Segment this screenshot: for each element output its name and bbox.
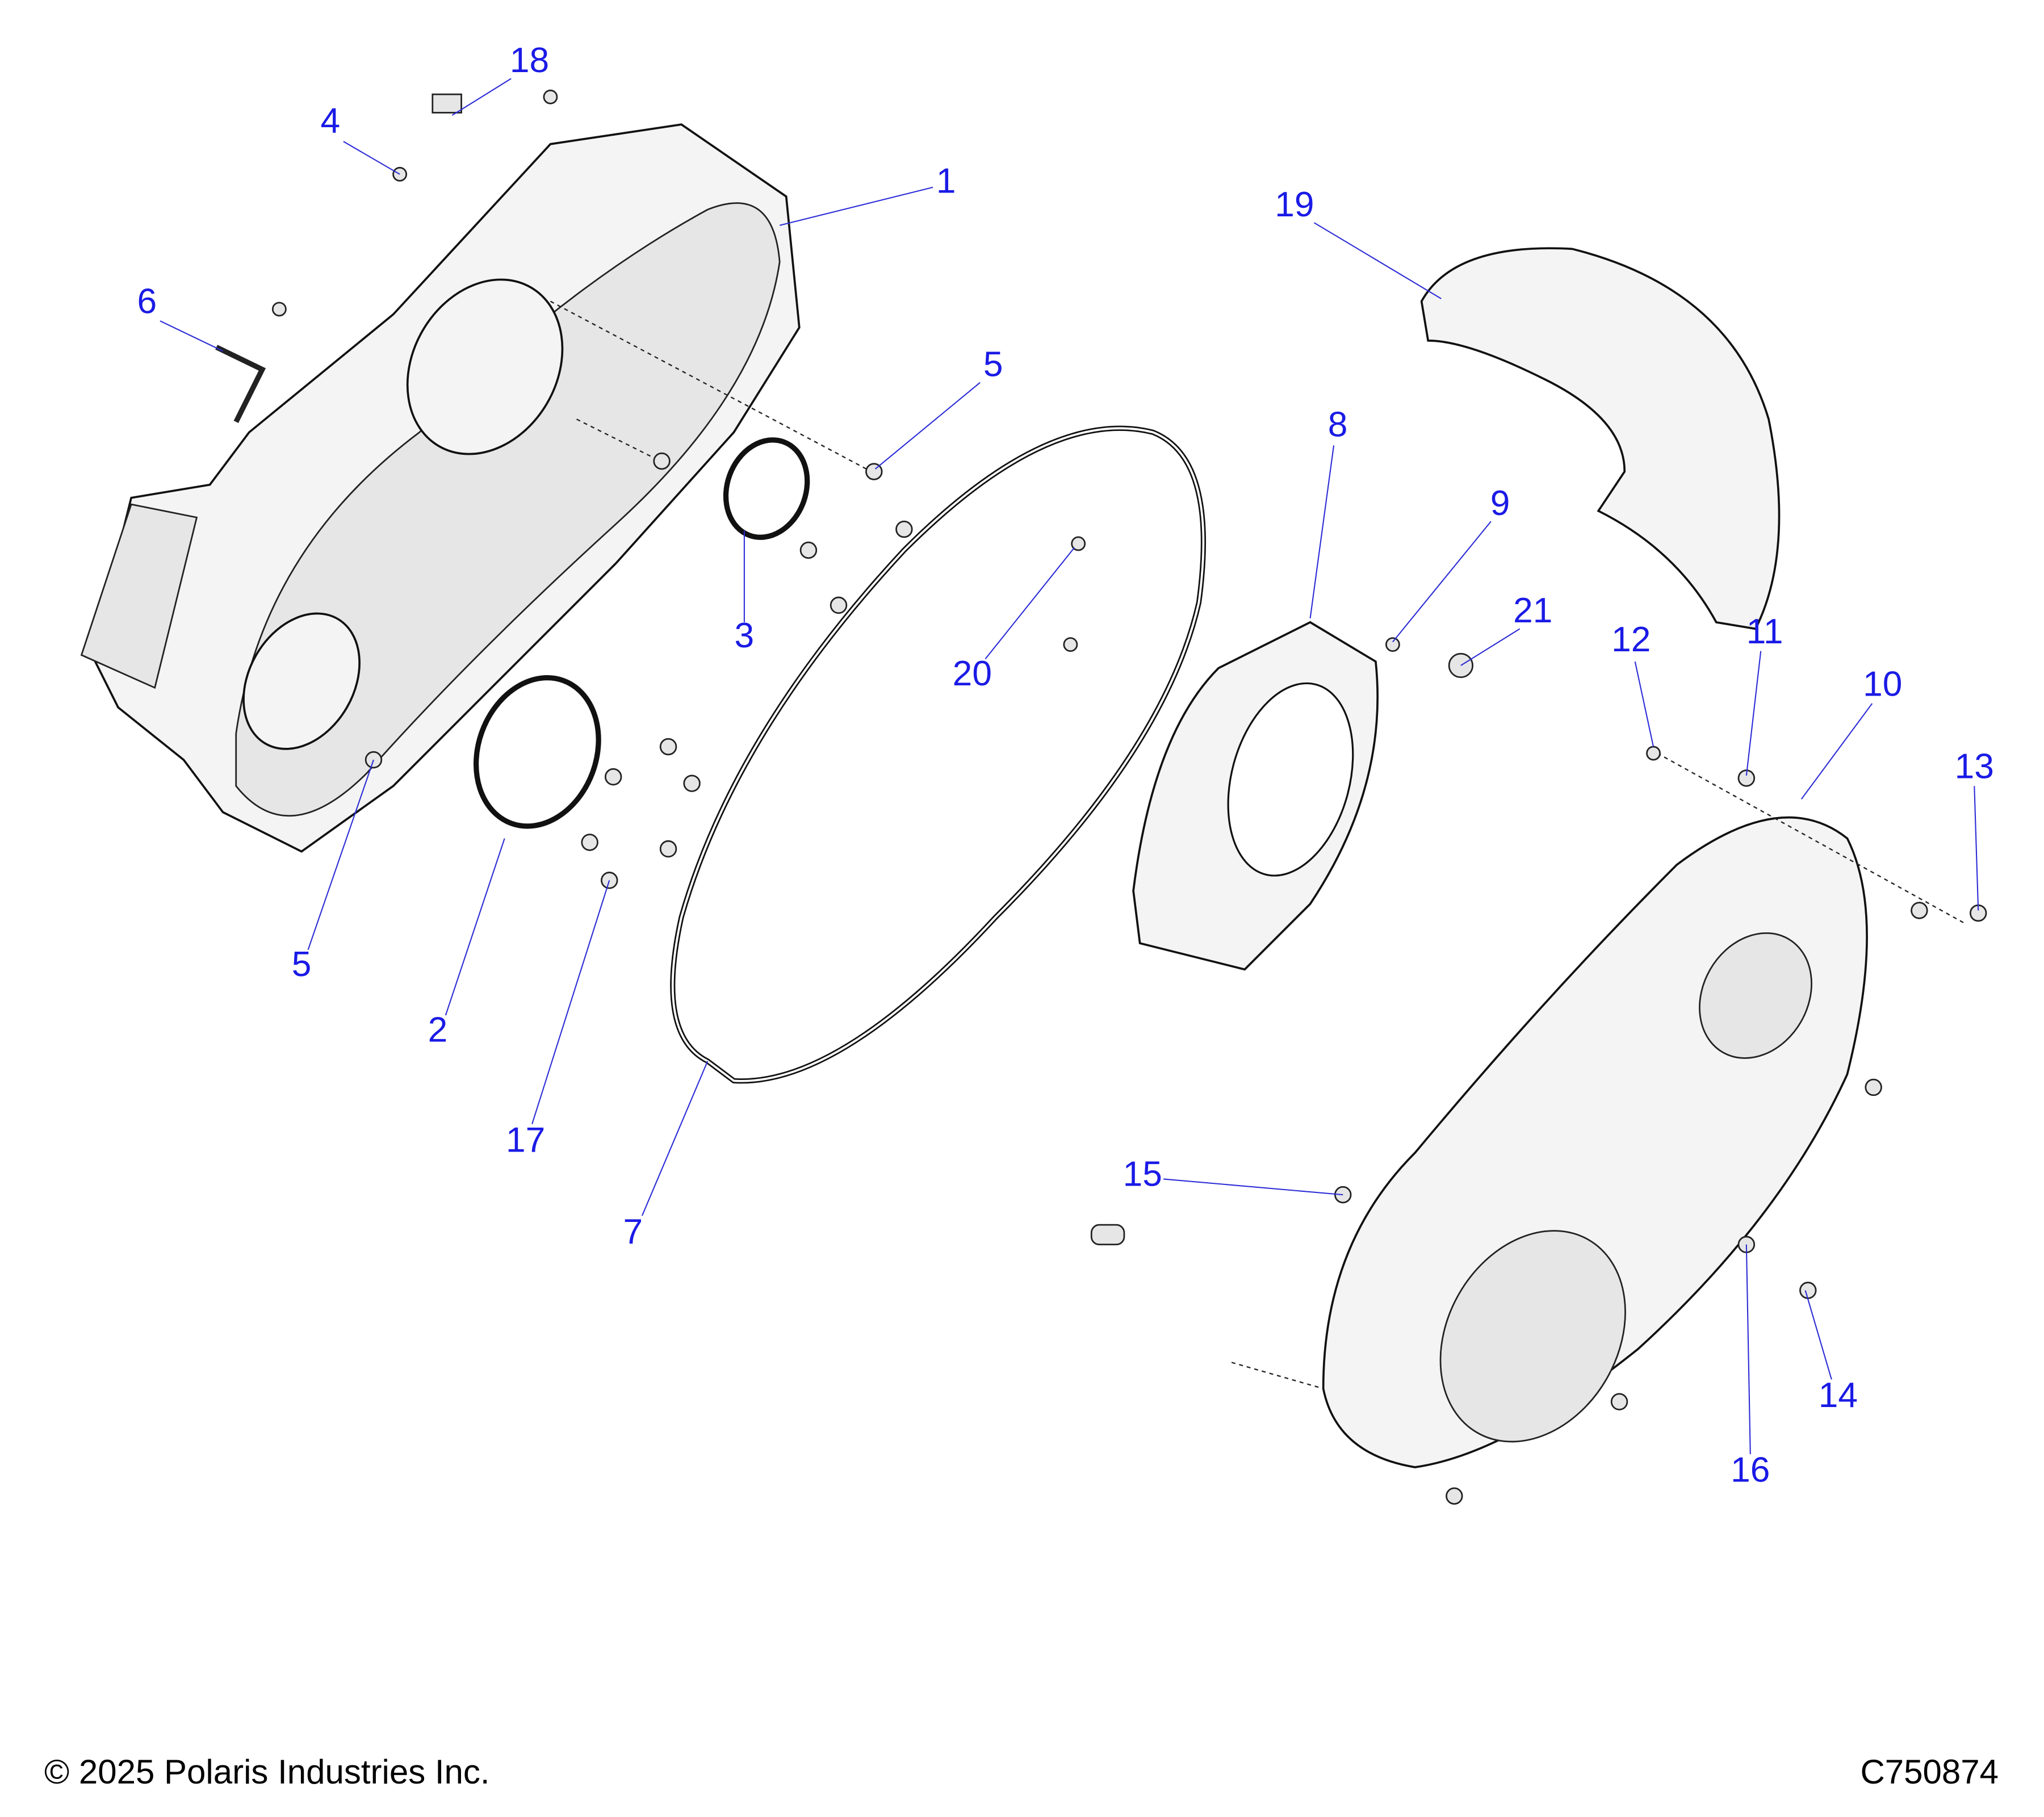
callout-number: 15 [1123, 1154, 1162, 1194]
drawing-number: C750874 [1860, 1753, 1999, 1791]
callout-number: 17 [506, 1120, 545, 1159]
leader-line [1392, 521, 1492, 643]
leader-line [307, 759, 374, 951]
leader-lines [160, 78, 1979, 1454]
callout-number: 1 [936, 161, 956, 200]
sensor-part-18 [432, 93, 462, 114]
callout-number: 12 [1611, 620, 1651, 659]
callout-number: 13 [1955, 747, 1994, 786]
callout-number: 21 [1513, 591, 1552, 630]
leader-line [985, 547, 1075, 660]
callout-number: 7 [623, 1212, 643, 1251]
plate-8 [1132, 621, 1379, 971]
o-ring-3 [723, 437, 810, 540]
outer-clutch-cover [1231, 746, 1987, 1505]
callout-number: 4 [321, 101, 341, 140]
leader-line [1800, 703, 1873, 799]
leader-line [1313, 222, 1442, 299]
leader-line [641, 1061, 709, 1216]
callout-number: 20 [953, 654, 992, 693]
leader-line [1163, 1178, 1343, 1196]
leader-line [343, 141, 400, 175]
callout-number: 10 [1863, 664, 1902, 704]
callout-number: 19 [1275, 185, 1314, 224]
callout-number: 11 [1746, 612, 1783, 651]
leader-line [160, 320, 224, 352]
leader-line [1974, 786, 1979, 911]
inner-clutch-cover [80, 123, 872, 853]
callout-number: 3 [735, 616, 755, 655]
o-ring-2 [473, 675, 601, 829]
leader-line [1634, 661, 1655, 747]
leader-line [779, 186, 933, 226]
callout-number: 2 [428, 1010, 448, 1049]
leader-line [445, 838, 505, 1016]
leader-line [1460, 628, 1521, 666]
leader-line [531, 880, 610, 1124]
leader-line [1745, 651, 1762, 776]
leader-line [1745, 1244, 1751, 1454]
callout-number: 9 [1490, 484, 1510, 523]
callout-number: 5 [292, 945, 312, 984]
copyright-text: © 2025 Polaris Industries Inc. [44, 1753, 490, 1791]
leader-line [1309, 445, 1335, 619]
callout-number: 5 [983, 345, 1003, 384]
seal-7 [670, 425, 1207, 1084]
callout-number: 8 [1328, 405, 1348, 445]
callout-number: 18 [510, 41, 549, 80]
callout-number: 6 [137, 282, 157, 321]
leader-line [451, 78, 512, 116]
leader-line [874, 382, 981, 470]
duct-19 [1420, 247, 1781, 630]
callout-number: 14 [1819, 1376, 1858, 1415]
callout-number: 16 [1731, 1451, 1770, 1490]
leader-line [1804, 1290, 1832, 1380]
